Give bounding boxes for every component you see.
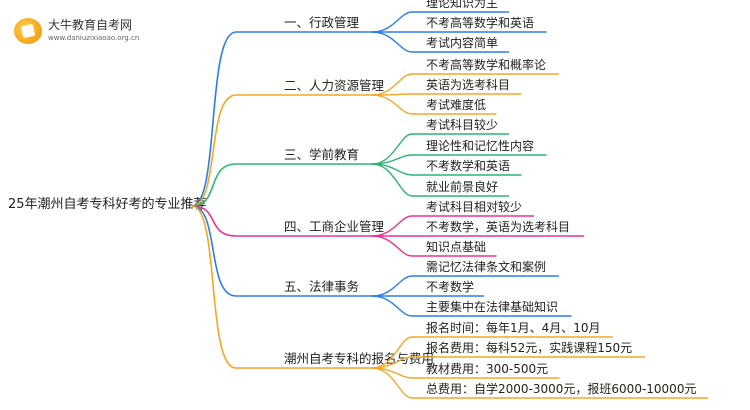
leaf-label: 理论性和记忆性内容 (426, 138, 534, 153)
leaf-label: 需记忆法律条文和案例 (426, 259, 546, 274)
branch-connector (191, 31, 237, 207)
leaf-connector (371, 163, 413, 176)
leaf-connector (371, 94, 413, 115)
branch-connector (191, 205, 237, 369)
leaf-label: 主要集中在法律基础知识 (426, 299, 558, 314)
branch-label: 二、人力资源管理 (284, 78, 385, 93)
logo-url: www.daniuzixiaoao.org.cn (48, 34, 140, 42)
leaf-label: 就业前景良好 (426, 179, 498, 194)
leaf-connector (371, 163, 413, 197)
branch-label: 一、行政管理 (284, 15, 360, 30)
leaf-connector (371, 295, 413, 317)
leaf-label: 考试难度低 (426, 97, 486, 112)
leaf-label: 考试科目较少 (426, 117, 498, 132)
leaf-label: 考试内容简单 (426, 35, 498, 50)
branch-connector (191, 94, 237, 207)
branch-label: 五、法律事务 (284, 279, 359, 294)
branch-label: 三、学前教育 (284, 147, 359, 162)
branch-connector (191, 205, 237, 297)
leaf-label: 考试科目相对较少 (426, 199, 522, 214)
leaf-connector (371, 11, 413, 33)
leaf-label: 教材费用：300-500元 (426, 361, 548, 376)
branch-connector (191, 205, 237, 237)
branch: 潮州自考专科的报名与费用 报名时间：每年1月、4月、10月报名费用：每科52元，实… (191, 205, 709, 399)
leaf-label: 不考数学和英语 (426, 158, 510, 173)
leaf-label: 理论知识为主 (426, 0, 498, 10)
branch-label: 潮州自考专科的报名与费用 (284, 351, 434, 366)
logo-name: 大牛教育自考网 (48, 18, 133, 32)
root-topic: 25年潮州自考专科好考的专业推荐 (8, 196, 207, 212)
logo-mark-icon (14, 18, 42, 44)
leaf-label: 知识点基础 (426, 240, 486, 254)
leaf-connector (371, 367, 413, 399)
leaf-connector (371, 31, 413, 53)
leaf-connector (371, 235, 413, 257)
branch-label: 四、工商企业管理 (284, 219, 385, 234)
leaf-label: 不考数学，英语为选考科目 (426, 219, 570, 234)
leaf-label: 不考数学 (426, 279, 474, 294)
branch-connector (191, 163, 237, 207)
leaf-label: 不考高等数学和概率论 (426, 57, 546, 72)
leaf-label: 总费用：自学2000-3000元，报班6000-10000元 (426, 381, 696, 396)
leaf-label: 不考高等数学和英语 (426, 15, 534, 30)
leaf-label: 报名费用：每科52元，实践课程150元 (426, 340, 632, 355)
leaf-label: 报名时间：每年1月、4月、10月 (426, 320, 601, 335)
leaf-label: 英语为选考科目 (426, 78, 510, 92)
leaf-connector (371, 275, 413, 297)
logo: 大牛教育自考网 www.daniuzixiaoao.org.cn (14, 14, 164, 48)
leaf-connector (371, 133, 413, 165)
